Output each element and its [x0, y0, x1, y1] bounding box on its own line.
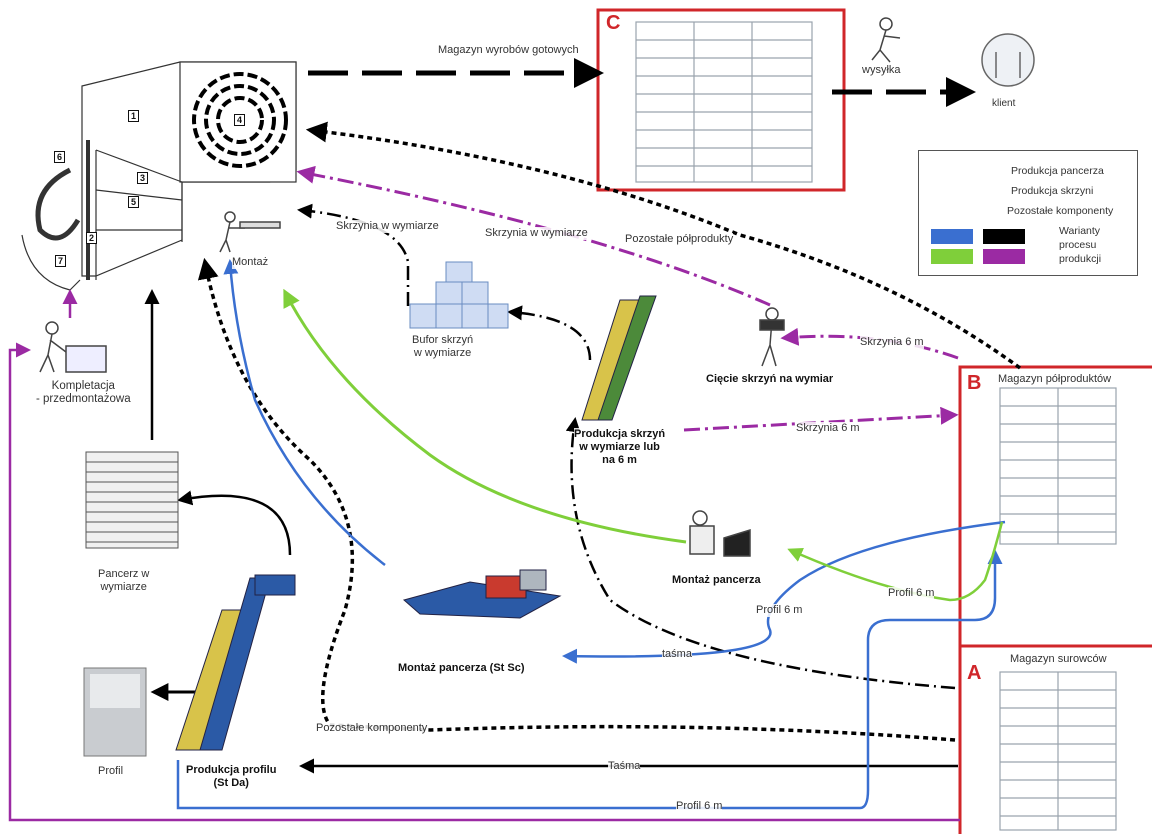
flow-label-profil-6m-3: Profil 6 m — [676, 800, 722, 813]
legend-swatch-black — [983, 229, 1025, 244]
skrzyn-production-line — [582, 296, 656, 420]
klient-label: klient — [992, 97, 1015, 110]
produkcja-skrzyn-label: Produkcja skrzyń w wymiarze lub na 6 m — [574, 428, 665, 467]
legend-variants-3: produkcji — [1059, 253, 1101, 265]
rack-a — [1000, 672, 1116, 830]
wysylka-label: wysyłka — [862, 64, 901, 77]
worker-wysylka — [872, 18, 900, 62]
montaz-pancerza-label: Montaż pancerza — [672, 574, 761, 587]
zone-b-letter: B — [967, 372, 981, 395]
flow-label-skrzynia-6m-2: Skrzynia 6 m — [796, 422, 860, 435]
legend-variants-2: procesu — [1059, 239, 1096, 251]
kompletacja-label-line1: Kompletacja — [36, 380, 131, 393]
profil-sample — [84, 668, 146, 756]
bufor-label-line1: Bufor skrzyń — [412, 334, 473, 347]
pancerz-label-line1: Pancerz w — [98, 568, 149, 581]
profil-label: Profil — [98, 765, 123, 778]
flow-label-profil-6m-1: Profil 6 m — [888, 587, 934, 600]
produkcja-profilu-line2: (St Da) — [186, 777, 276, 790]
bufor-label: Bufor skrzyń w wymiarze — [412, 334, 473, 360]
zone-a-letter: A — [967, 662, 981, 685]
client-globe — [982, 34, 1034, 86]
profil-production-line — [176, 575, 295, 750]
produkcja-skrzyn-line1: Produkcja skrzyń — [574, 428, 665, 441]
shutter-num-2: 2 — [86, 232, 97, 244]
legend-swatch-blue — [931, 229, 973, 244]
ciecie-label: Cięcie skrzyń na wymiar — [706, 373, 833, 386]
kompletacja-label-line2: - przedmontażowa — [36, 393, 131, 406]
pancerz-label: Pancerz w wymiarze — [98, 568, 149, 594]
zone-c-box — [598, 10, 844, 190]
flow-label-profil-6m-2: Profil 6 m — [756, 604, 802, 617]
flow-label-skrzynia-wymiar-2: Skrzynia w wymiarze — [485, 227, 588, 240]
shutter-num-4: 4 — [234, 114, 245, 126]
bufor-label-line2: w wymiarze — [412, 347, 473, 360]
produkcja-profilu-label: Produkcja profilu (St Da) — [186, 764, 276, 790]
flow-label-pozostale-polprodukty: Pozostałe półprodukty — [625, 233, 733, 246]
rack-c — [636, 22, 812, 182]
zone-a-title: Magazyn surowców — [1010, 653, 1107, 666]
montaz-label: Montaż — [232, 256, 268, 269]
worker-montaz — [220, 212, 280, 252]
produkcja-skrzyn-line2: w wymiarze lub — [574, 441, 665, 454]
stsc-production-line — [404, 570, 560, 618]
flow-label-skrzynia-6m-1: Skrzynia 6 m — [860, 336, 924, 349]
legend-item-pancerza: Produkcja pancerza — [1011, 165, 1104, 177]
shutter-num-3: 3 — [137, 172, 148, 184]
legend-swatch-purple — [983, 249, 1025, 264]
pancerz-curtain — [86, 452, 178, 548]
flow-label-pozostale-komponenty: Pozostałe komponenty — [316, 722, 427, 735]
produkcja-profilu-line1: Produkcja profilu — [186, 764, 276, 777]
zone-b-box — [960, 367, 1152, 834]
shutter-num-5: 5 — [128, 196, 139, 208]
flow-label-tasma-1: taśma — [662, 648, 692, 661]
kompletacja-label: Kompletacja - przedmontażowa — [36, 380, 131, 406]
flow-skrzyn-to-bufor — [510, 312, 590, 360]
shutter-num-1: 1 — [128, 110, 139, 122]
montaz-pancerza-st-label: Montaż pancerza (St Sc) — [398, 662, 525, 675]
zone-b-title: Magazyn półproduktów — [998, 373, 1111, 386]
flow-label-tasma-2: Taśma — [608, 760, 640, 773]
zone-a-box — [960, 646, 1152, 834]
zone-c-letter: C — [606, 12, 620, 35]
legend-box: Produkcja pancerza Produkcja skrzyni Poz… — [918, 150, 1138, 276]
legend-swatch-green — [931, 249, 973, 264]
legend-variants-1: Warianty — [1059, 225, 1100, 237]
zone-c-title: Magazyn wyrobów gotowych — [438, 44, 579, 57]
bufor-boxes — [410, 262, 508, 328]
pancerz-label-line2: wymiarze — [98, 581, 149, 594]
legend-item-komponenty: Pozostałe komponenty — [1007, 205, 1113, 217]
legend-item-skrzyni: Produkcja skrzyni — [1011, 185, 1093, 197]
shutter-num-6: 6 — [54, 151, 65, 163]
produkcja-skrzyn-line3: na 6 m — [574, 454, 665, 467]
flow-blue-stsc-to-shutter — [230, 262, 385, 565]
flow-profilline-to-pancerz — [180, 496, 290, 555]
flow-blue-b-to-stsc — [565, 522, 1005, 656]
rack-b — [1000, 388, 1116, 544]
worker-ciecie — [760, 308, 784, 366]
shutter-num-7: 7 — [55, 255, 66, 267]
worker-kompletacja — [40, 322, 106, 372]
worker-montaz-pancerza — [690, 511, 750, 556]
flow-label-skrzynia-wymiar-1: Skrzynia w wymiarze — [336, 220, 439, 233]
